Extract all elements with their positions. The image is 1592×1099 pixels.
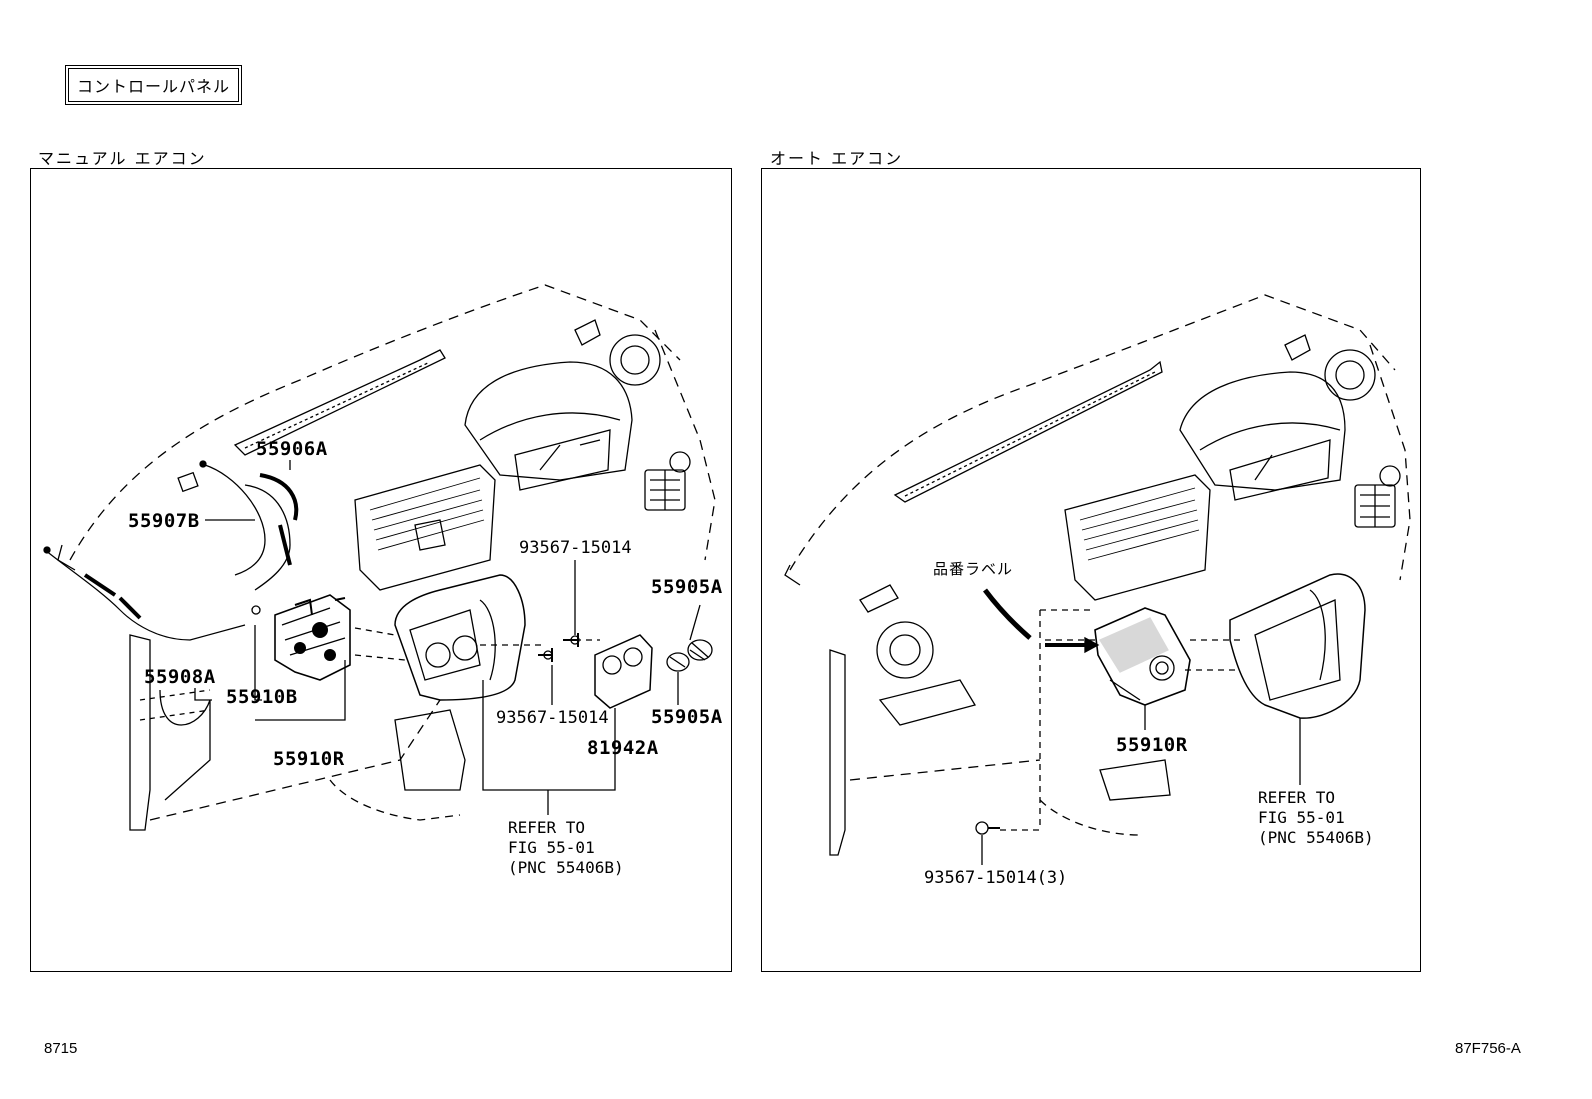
refer-line-2: FIG 55-01 <box>1258 808 1345 827</box>
auto-ac-panel <box>761 168 1421 972</box>
label-55910B[interactable]: 55910B <box>226 686 298 708</box>
label-93567-15014-top[interactable]: 93567-15014 <box>519 538 632 558</box>
manual-ac-panel <box>30 168 732 972</box>
refer-line-2: FIG 55-01 <box>508 838 595 857</box>
manual-ac-heading: マニュアル エアコン <box>38 149 207 168</box>
footer-page-code: 8715 <box>44 1040 78 1057</box>
auto-ac-heading: オート エアコン <box>770 149 904 168</box>
label-81942A[interactable]: 81942A <box>587 737 659 759</box>
label-93567-15014-3[interactable]: 93567-15014(3) <box>924 868 1068 888</box>
label-93567-15014-bottom[interactable]: 93567-15014 <box>496 708 609 728</box>
refer-line-1: REFER TO <box>1258 788 1336 807</box>
refer-line-1: REFER TO <box>508 818 586 837</box>
page-title: コントロールパネル <box>64 65 243 105</box>
auto-dashboard-drawing <box>785 295 1410 865</box>
refer-line-3: (PNC 55406B) <box>508 858 624 877</box>
label-55910R-auto[interactable]: 55910R <box>1116 734 1188 756</box>
refer-line-3: (PNC 55406B) <box>1258 828 1374 847</box>
auto-refer-note[interactable]: REFER TO FIG 55-01 (PNC 55406B) <box>1258 788 1374 848</box>
label-55908A[interactable]: 55908A <box>144 666 216 688</box>
label-55907B[interactable]: 55907B <box>128 510 200 532</box>
manual-dashboard-drawing <box>44 285 715 830</box>
label-55905A-top[interactable]: 55905A <box>651 576 723 598</box>
label-55905A-bottom[interactable]: 55905A <box>651 706 723 728</box>
label-55910R-manual[interactable]: 55910R <box>273 748 345 770</box>
footer-figure-code: 87F756-A <box>1455 1040 1521 1057</box>
label-55906A[interactable]: 55906A <box>256 438 328 460</box>
manual-refer-note[interactable]: REFER TO FIG 55-01 (PNC 55406B) <box>508 818 624 878</box>
part-number-label-note: 品番ラベル <box>933 560 1014 578</box>
